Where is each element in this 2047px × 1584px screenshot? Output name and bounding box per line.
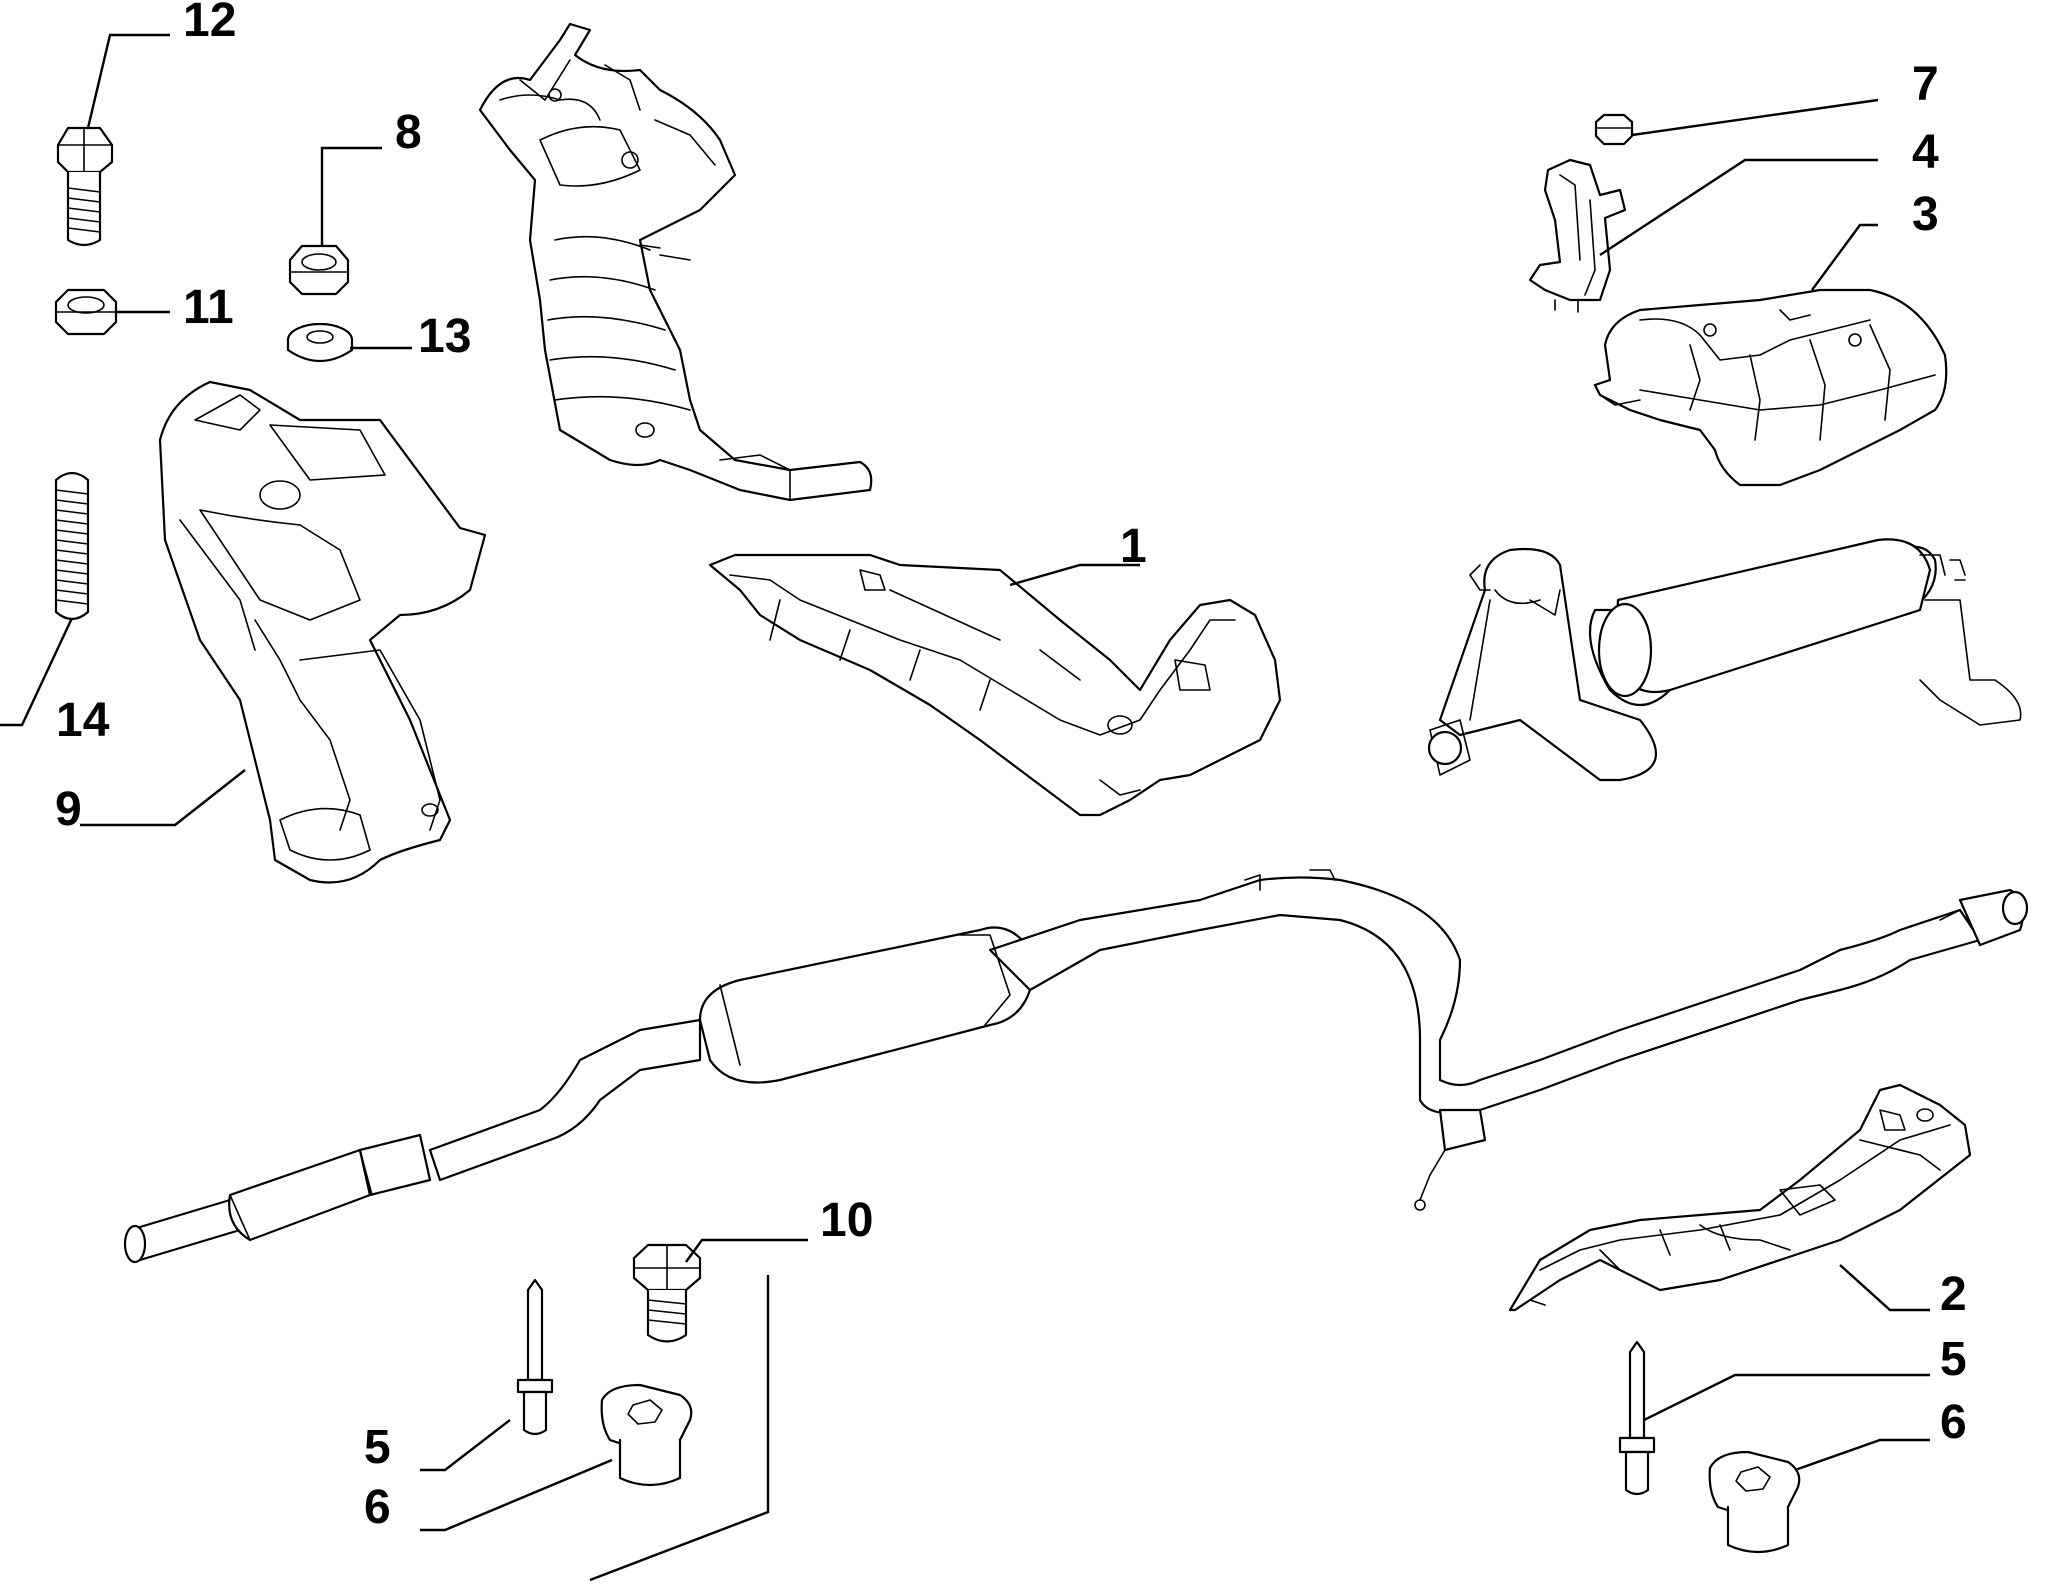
part-2-heat-shield bbox=[1508, 1083, 1972, 1312]
part-8-nut bbox=[288, 244, 350, 296]
callout-7: 7 bbox=[1912, 58, 1939, 111]
callout-12: 12 bbox=[183, 0, 236, 47]
part-6-grommet-left bbox=[600, 1383, 693, 1487]
part-13-washer bbox=[286, 322, 354, 362]
leader-lines bbox=[0, 33, 1930, 1582]
callout-9: 9 bbox=[55, 783, 82, 836]
part-6-grommet-right bbox=[1708, 1450, 1801, 1554]
callout-2: 2 bbox=[1940, 1268, 1967, 1321]
callout-10: 10 bbox=[820, 1194, 873, 1247]
part-1-heat-shield bbox=[708, 553, 1282, 817]
callout-14: 14 bbox=[56, 694, 110, 747]
callout-4: 4 bbox=[1912, 126, 1939, 179]
part-4-bracket bbox=[1528, 158, 1627, 313]
callout-5-left: 5 bbox=[364, 1421, 391, 1474]
callout-6-right: 6 bbox=[1940, 1396, 1967, 1449]
callout-6-left: 6 bbox=[364, 1481, 391, 1534]
callout-3: 3 bbox=[1912, 188, 1939, 241]
callout-5-right: 5 bbox=[1940, 1333, 1967, 1386]
callout-11: 11 bbox=[183, 281, 234, 334]
part-7-nut bbox=[1594, 113, 1634, 146]
part-5-rivet-right bbox=[1618, 1340, 1656, 1496]
callout-1: 1 bbox=[1120, 520, 1147, 573]
callout-13: 13 bbox=[418, 310, 471, 363]
rear-muffler bbox=[1427, 538, 2022, 782]
part-14-stud bbox=[54, 471, 90, 621]
part-12-hex-bolt bbox=[56, 126, 114, 247]
exhaust-manifold-catalyst bbox=[478, 22, 873, 502]
main-exhaust-pipe bbox=[123, 869, 2029, 1264]
part-10-bolt bbox=[632, 1243, 702, 1343]
part-11-nut bbox=[54, 288, 118, 336]
part-9-manifold-heat-shield bbox=[158, 380, 487, 884]
part-5-rivet-left bbox=[516, 1278, 554, 1436]
callout-8: 8 bbox=[395, 106, 422, 159]
callout-labels: 12 11 8 13 14 9 1 7 4 3 2 10 5 6 5 6 bbox=[55, 0, 1967, 1534]
part-3-muffler-heat-shield bbox=[1593, 288, 1948, 487]
